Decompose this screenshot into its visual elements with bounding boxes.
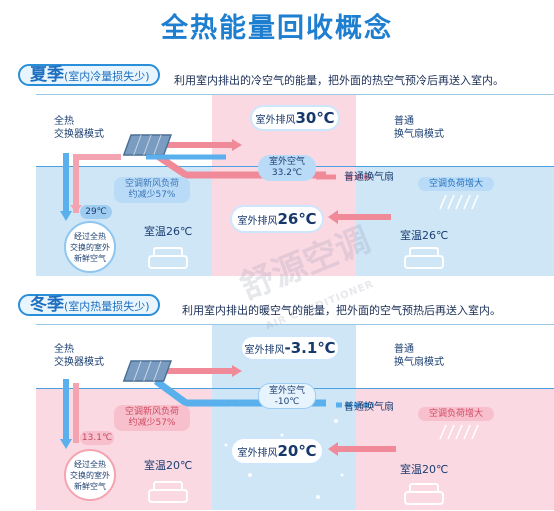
winter-left-mode-line2: 交换器模式 [54, 357, 104, 368]
summer-exhaust-temp: 30℃ [295, 109, 335, 127]
summer-right-mode-line2: 换气扇模式 [394, 129, 444, 140]
winter-exhaust-label-2: 室外排风 [237, 448, 278, 459]
summer-subtitle: (室内冷量损失少) [64, 70, 150, 83]
summer-fresh-air-line3: 新鲜空气 [74, 254, 106, 263]
winter-normal-fan-label: 普通换气扇 [344, 402, 394, 413]
summer-room-temp-left: 室温26℃ [144, 225, 193, 238]
summer-load-reduced-line2: 约减少57% [128, 190, 176, 200]
winter-exhaust-temp: -3.1℃ [284, 339, 336, 357]
winter-exhaust-bubble-2: 室外排风20℃ [232, 439, 322, 463]
summer-header: 夏季(室内冷量损失少) [18, 64, 160, 86]
summer-normal-fan-label: 普通换气扇 [344, 172, 394, 183]
winter-load-reduced-line1: 空调新风负荷 [124, 407, 179, 417]
winter-right-mode-line2: 换气扇模式 [394, 357, 444, 368]
winter-outdoor-air-bubble: 室外空气 -10℃ [258, 383, 316, 409]
winter-outdoor-air-label: 室外空气 [268, 386, 305, 396]
winter-supply-temp: 13.1℃ [80, 431, 114, 445]
winter-fresh-air-line2: 交换的室外 [70, 471, 110, 480]
winter-fresh-air-note: 经过全热 交换的室外 新鲜空气 [64, 449, 116, 501]
winter-right-mode-label: 普通 换气扇模式 [394, 343, 444, 369]
summer-fresh-air-line1: 经过全热 [74, 232, 106, 241]
summer-heat-exchanger-icon [122, 134, 173, 156]
winter-exhaust-bubble: 室外排风-3.1℃ [242, 337, 338, 359]
summer-sofa-left-icon [148, 245, 188, 269]
summer-exhaust-bubble-2: 室外排风26℃ [232, 207, 322, 231]
winter-load-increase: 空调负荷增大 [418, 407, 494, 421]
winter-outdoor-air-temp: -10℃ [274, 397, 300, 407]
summer-room-temp-right: 室温26℃ [400, 229, 449, 242]
winter-season-label: 冬季 [30, 295, 64, 315]
summer-exhaust-temp-2: 26℃ [277, 210, 317, 228]
summer-right-mode-line1: 普通 [394, 116, 414, 127]
winter-room-temp-right: 室温20℃ [400, 463, 449, 476]
winter-load-reduced-line2: 约减少57% [128, 418, 176, 428]
summer-right-mode-label: 普通 换气扇模式 [394, 115, 444, 141]
winter-fresh-air-line1: 经过全热 [74, 460, 106, 469]
summer-load-increase: 空调负荷增大 [418, 177, 494, 191]
winter-exhaust-temp-2: 20℃ [277, 442, 317, 460]
winter-room-temp-left: 室温20℃ [144, 459, 193, 472]
winter-right-mode-line1: 普通 [394, 344, 414, 355]
winter-subtitle: (室内热量损失少) [64, 300, 150, 313]
summer-season-label: 夏季 [30, 65, 64, 85]
summer-load-reduced-line1: 空调新风负荷 [124, 179, 179, 189]
winter-left-mode-line1: 全热 [54, 344, 74, 355]
summer-supply-temp: 29℃ [80, 205, 112, 219]
summer-outdoor-air-temp: 33.2℃ [271, 168, 303, 178]
winter-header: 冬季(室内热量损失少) [18, 294, 160, 316]
winter-load-reduced: 空调新风负荷 约减少57% [114, 405, 190, 431]
summer-exhaust-bubble: 室外排风30℃ [252, 107, 338, 129]
summer-fresh-air-note: 经过全热 交换的室外 新鲜空气 [64, 221, 116, 273]
summer-description: 利用室内排出的冷空气的能量，把外面的热空气预冷后再送入室内。 [174, 74, 504, 87]
summer-exhaust-label-2: 室外排风 [237, 216, 278, 227]
winter-exhaust-label: 室外排风 [244, 345, 285, 356]
winter-fresh-air-line3: 新鲜空气 [74, 482, 106, 491]
winter-sofa-right-icon [404, 481, 444, 505]
summer-panel: 全热 交换器模式 普通 换气扇模式 [36, 94, 554, 276]
winter-description: 利用室内排出的暖空气的能量，把外面的空气预热后再送入室内。 [182, 304, 501, 317]
winter-panel: 全热 交换器模式 普通 换气扇模式 [36, 324, 554, 510]
summer-load-reduced: 空调新风负荷 约减少57% [114, 177, 190, 203]
summer-outdoor-air-bubble: 室外空气 33.2℃ [258, 155, 316, 181]
summer-exhaust-label: 室外排风 [255, 115, 296, 126]
winter-sofa-left-icon [148, 479, 188, 503]
summer-sofa-right-icon [404, 245, 444, 269]
summer-left-mode-line2: 交换器模式 [54, 129, 104, 140]
summer-left-mode-label: 全热 交换器模式 [54, 115, 104, 141]
page-title: 全热能量回收概念 [161, 13, 393, 44]
winter-heat-exchanger-icon [122, 360, 173, 382]
winter-left-mode-label: 全热 交换器模式 [54, 343, 104, 369]
summer-outdoor-air-label: 室外空气 [268, 157, 305, 167]
summer-left-mode-line1: 全热 [54, 116, 74, 127]
summer-fresh-air-line2: 交换的室外 [70, 243, 110, 252]
